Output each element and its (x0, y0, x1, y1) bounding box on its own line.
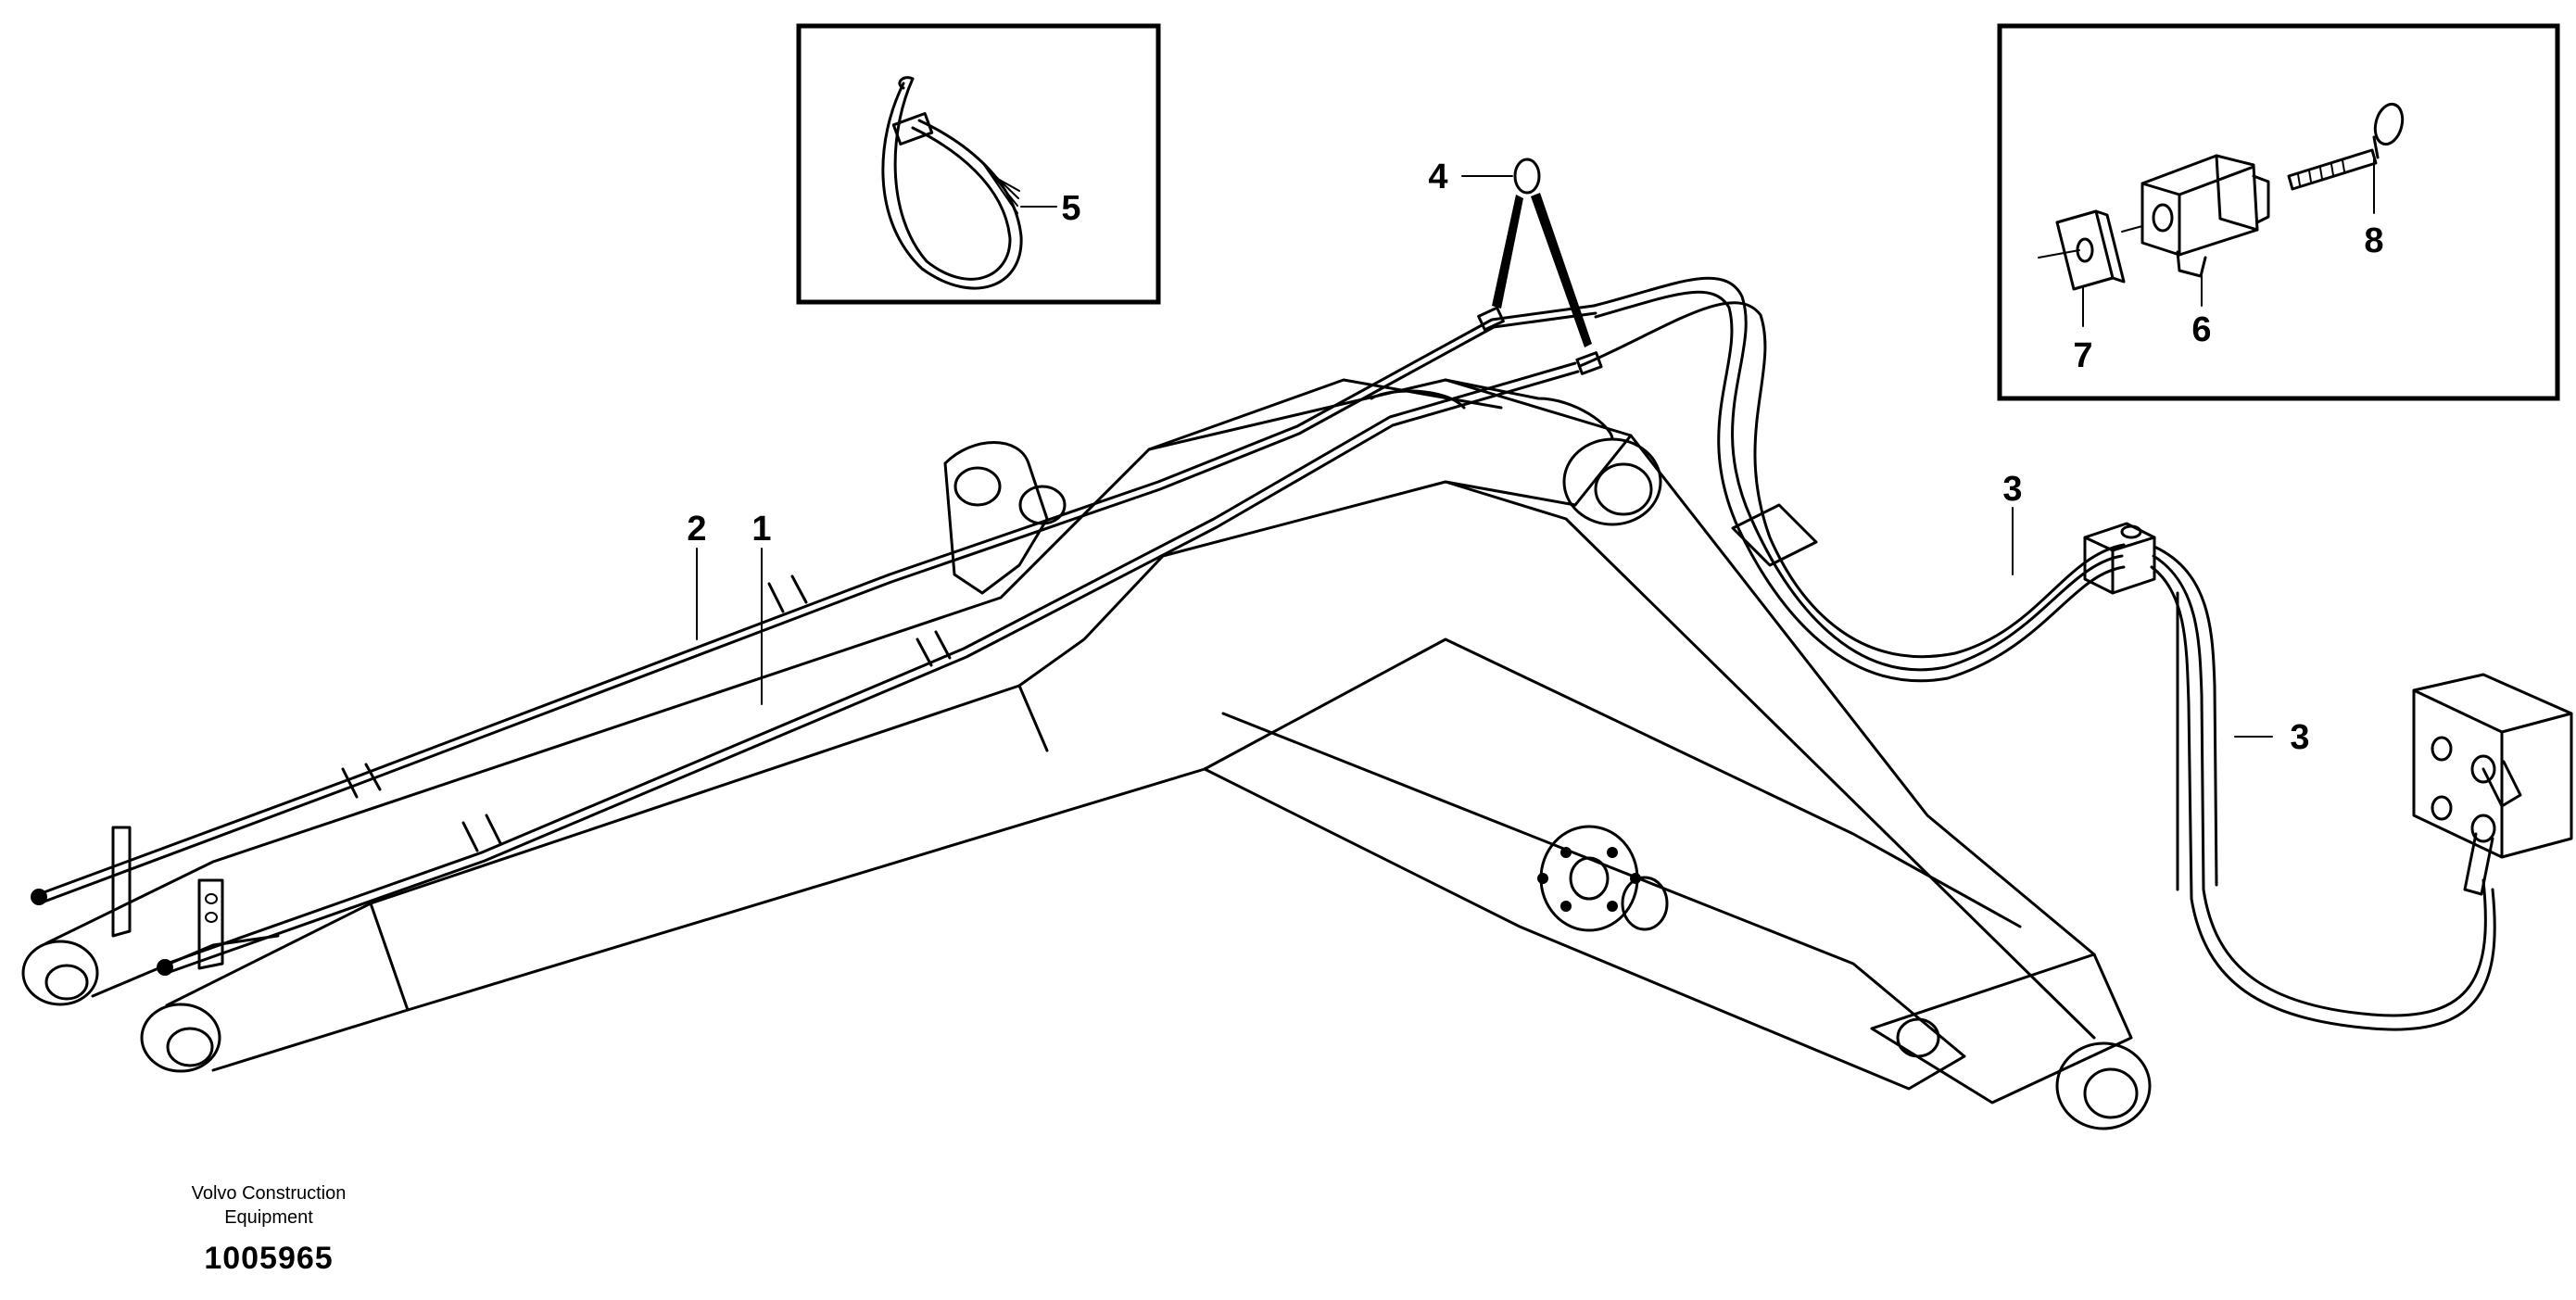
cable-tie-drawing (881, 76, 1023, 290)
callout-2: 2 (687, 510, 706, 549)
callout-4: 4 (1428, 158, 1447, 196)
drawing-footer: Volvo Construction Equipment 1005965 (139, 1181, 398, 1277)
callout-3a: 3 (2002, 470, 2022, 509)
hydraulic-lines (31, 304, 1603, 976)
document-number: 1005965 (204, 1241, 334, 1276)
maker-name-line1: Volvo Construction (191, 1183, 347, 1204)
cylinder-flange (1537, 825, 1669, 932)
hydraulic-hose-bundle-drawing (1578, 276, 2573, 1031)
callout-5: 5 (1061, 189, 1080, 228)
maker-name-line2: Equipment (224, 1207, 313, 1228)
screw-drawing (2287, 102, 2405, 191)
connector-drawing (2140, 154, 2270, 278)
o-ring-drawing (1492, 158, 1592, 347)
square-washer-drawing (2038, 209, 2126, 291)
callout-7: 7 (2073, 336, 2092, 375)
callout-6: 6 (2191, 310, 2211, 349)
inset-cable-tie (796, 23, 1161, 305)
callout-3b: 3 (2290, 718, 2309, 757)
excavator-boom-drawing (21, 378, 2152, 1130)
inset-connector-parts (1997, 23, 2560, 401)
leader-washer (2121, 225, 2143, 233)
callout-8: 8 (2364, 221, 2383, 260)
callout-1: 1 (751, 510, 771, 549)
